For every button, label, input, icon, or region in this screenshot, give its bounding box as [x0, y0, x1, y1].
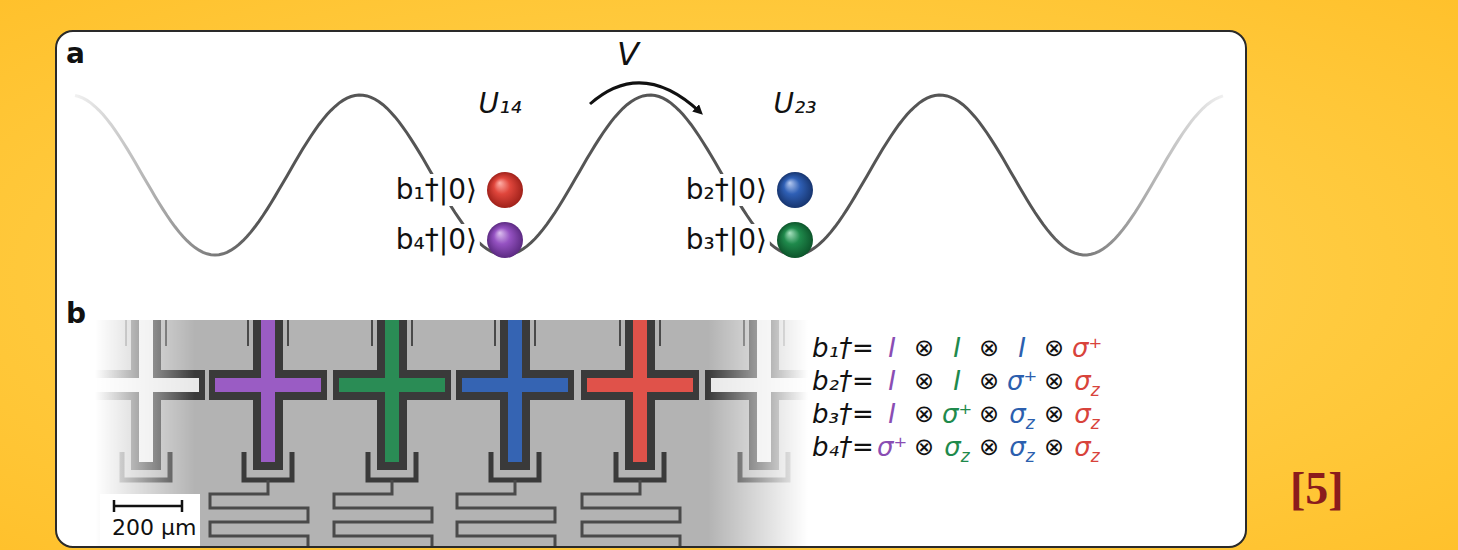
operator-slot: σz: [1009, 434, 1034, 460]
pauli-operator: σ: [1074, 432, 1090, 462]
operator-slot: σz: [944, 434, 969, 460]
transmon-cross: [508, 320, 522, 462]
tensor-symbol: ⊗: [914, 336, 934, 360]
operator-head: b₁†=: [812, 335, 874, 361]
operator-slot: I: [1018, 335, 1026, 361]
pauli-subscript: z: [1091, 380, 1100, 400]
operator-slot: σ⁺: [877, 434, 907, 460]
operator-slot: σ⁺: [942, 401, 972, 427]
operator-head: b₃†=: [812, 401, 874, 427]
tensor-symbol: ⊗: [1044, 336, 1064, 360]
state-label: b₂†|0⟩: [683, 174, 770, 206]
operator-slot: σz: [1074, 401, 1099, 427]
red-particle: [487, 172, 523, 208]
transmon-cross: [139, 320, 153, 462]
operator-slot: I: [888, 368, 896, 394]
pauli-operator: σ: [1074, 399, 1090, 429]
micrograph-clip: [87, 320, 823, 546]
purple-particle: [487, 222, 523, 258]
tensor-symbol: ⊗: [914, 435, 934, 459]
pauli-operator: σ: [1009, 432, 1025, 462]
ground-plane: [95, 320, 808, 546]
tensor-symbol: ⊗: [1044, 402, 1064, 426]
cross-gap: [625, 320, 655, 470]
interaction-label: U₂₃: [774, 90, 817, 118]
pauli-operator: I: [888, 333, 896, 363]
readout-resonator: [582, 480, 680, 546]
tensor-symbol: ⊗: [1044, 435, 1064, 459]
transmon-cross: [261, 320, 275, 462]
operator-head: b₂†=: [812, 368, 874, 394]
device-micrograph: [87, 320, 823, 546]
hopping-arrow: [590, 83, 700, 112]
state-label: b₃†|0⟩: [683, 224, 770, 256]
cross-gap: [253, 320, 283, 470]
cross-gap: [131, 320, 161, 470]
tensor-symbol: ⊗: [979, 369, 999, 393]
pauli-operator: σ⁺: [877, 432, 907, 462]
green-particle: [777, 222, 813, 258]
operator-slot: σz: [1074, 434, 1099, 460]
operator-slot: I: [953, 335, 961, 361]
pauli-subscript: z: [1026, 413, 1035, 433]
state-label: b₁†|0⟩: [393, 174, 480, 206]
tensor-symbol: ⊗: [979, 336, 999, 360]
operator-slot: I: [953, 368, 961, 394]
reference-number: [5]: [1290, 466, 1344, 512]
tensor-symbol: ⊗: [979, 435, 999, 459]
cross-gap: [500, 320, 530, 470]
operator-slot: I: [888, 335, 896, 361]
operator-slot: σz: [1074, 368, 1099, 394]
cross-gap: [749, 320, 779, 470]
scale-label: 200 μm: [112, 517, 196, 539]
transmon-cross: [633, 320, 647, 462]
potential-wave: [75, 95, 1223, 255]
scale-bar-ground: [100, 494, 200, 546]
panel-letter: a: [66, 40, 85, 68]
pauli-operator: σ⁺: [1007, 366, 1037, 396]
pauli-operator: I: [888, 366, 896, 396]
operator-slot: σ⁺: [1072, 335, 1102, 361]
tensor-symbol: ⊗: [914, 402, 934, 426]
pauli-subscript: z: [1091, 446, 1100, 466]
pauli-operator: σ: [1009, 399, 1025, 429]
pauli-subscript: z: [961, 446, 970, 466]
hopping-label: V: [617, 38, 639, 70]
state-label: b₄†|0⟩: [393, 224, 480, 256]
operator-slot: σz: [1009, 401, 1034, 427]
cross-gap: [377, 320, 407, 470]
pauli-operator: σ⁺: [1072, 333, 1102, 363]
pauli-operator: σ⁺: [942, 399, 972, 429]
pauli-operator: σ: [944, 432, 960, 462]
transmon-cross: [385, 320, 399, 462]
tensor-symbol: ⊗: [914, 369, 934, 393]
transmon-cross: [757, 320, 771, 462]
operator-slot: I: [888, 401, 896, 427]
panel-letter: b: [66, 300, 86, 328]
operator-slot: σ⁺: [1007, 368, 1037, 394]
interaction-label: U₁₄: [479, 90, 522, 118]
pauli-subscript: z: [1091, 413, 1100, 433]
operator-head: b₄†=: [812, 434, 874, 460]
pauli-operator: I: [1018, 333, 1026, 363]
pauli-operator: I: [953, 333, 961, 363]
tensor-symbol: ⊗: [979, 402, 999, 426]
pauli-operator: I: [953, 366, 961, 396]
readout-resonator: [457, 480, 555, 546]
pauli-subscript: z: [1026, 446, 1035, 466]
pauli-operator: I: [888, 399, 896, 429]
readout-resonator: [210, 480, 308, 546]
pauli-operator: σ: [1074, 366, 1090, 396]
readout-resonator: [334, 480, 432, 546]
blue-particle: [777, 172, 813, 208]
scale-bar: [114, 500, 182, 512]
tensor-symbol: ⊗: [1044, 369, 1064, 393]
